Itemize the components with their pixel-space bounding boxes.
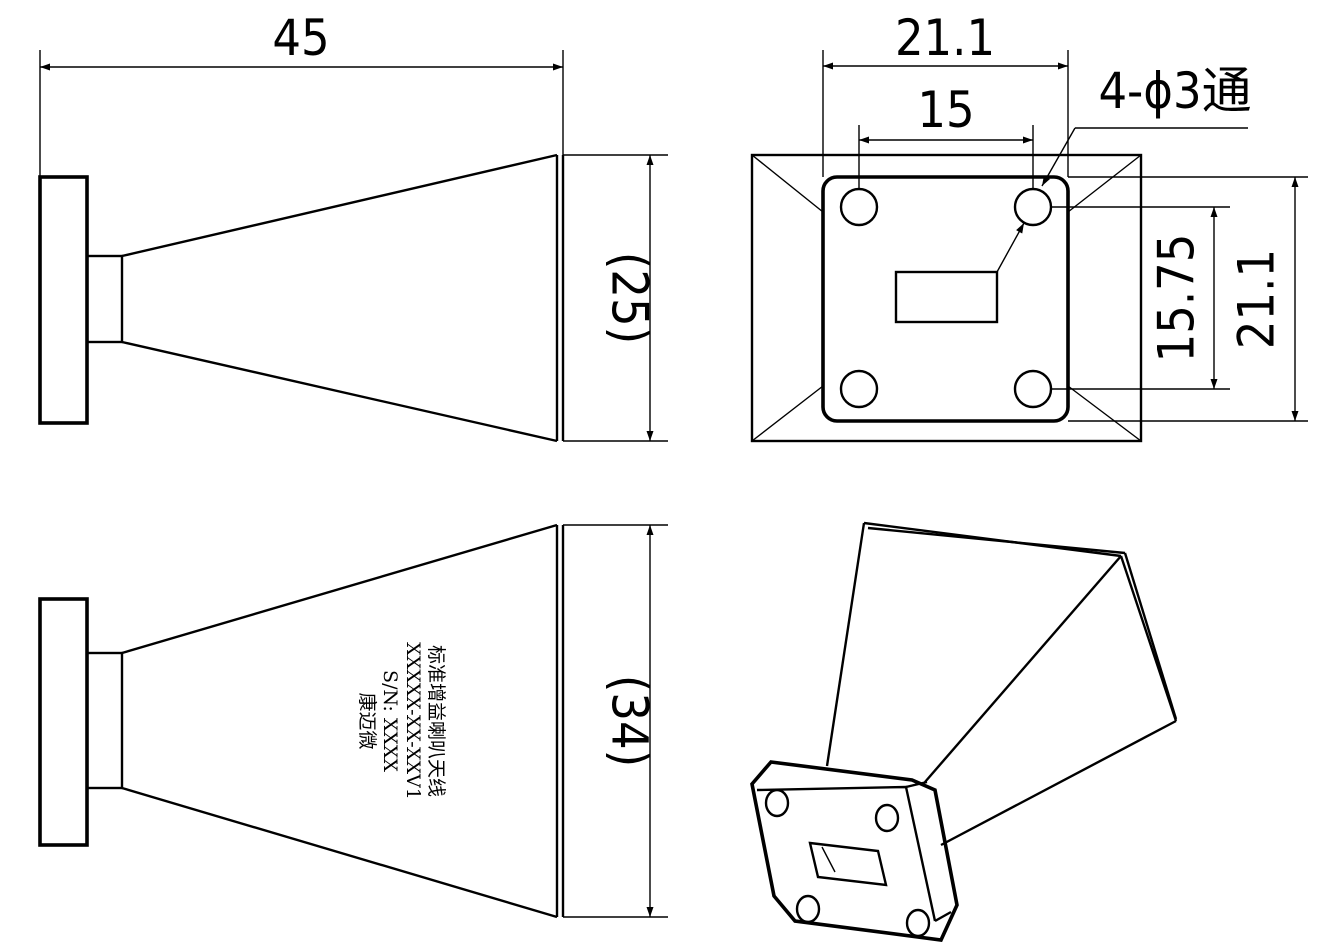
- flange-front-face: [756, 785, 937, 922]
- dim-hole-spacing: 15: [917, 81, 974, 139]
- label-line-1: 标准增益喇叭天线: [425, 645, 447, 797]
- corner-line: [1067, 385, 1142, 442]
- aperture-top-edge-inner: [867, 526, 1126, 555]
- waveguide-neck: [85, 254, 124, 344]
- mounting-hole: [1013, 369, 1053, 409]
- label-line-3: S/N: XXXX: [379, 670, 401, 772]
- side-view-top: 45 (25): [38, 9, 668, 443]
- mounting-hole: [795, 894, 821, 924]
- corner-line: [751, 154, 824, 213]
- engraved-label: 标准增益喇叭天线 XXXXX-XX-XXV1 S/N: XXXX 康迈微: [356, 642, 447, 800]
- mounting-hole: [839, 187, 879, 227]
- dim-outer-height: 21.1: [1228, 249, 1286, 349]
- leader-line: [1041, 127, 1076, 187]
- flange-outline: [821, 175, 1070, 423]
- side-view-bottom: 标准增益喇叭天线 XXXXX-XX-XXV1 S/N: XXXX 康迈微 (34…: [38, 523, 668, 919]
- corner-line: [1067, 154, 1142, 213]
- flange: [38, 175, 89, 425]
- flange-corner: [934, 910, 952, 923]
- flange: [38, 597, 89, 847]
- mounting-hole: [839, 369, 879, 409]
- waveguide-opening: [808, 841, 888, 887]
- label-line-4: 康迈微: [356, 692, 378, 749]
- aperture-right-edge: [1119, 555, 1178, 722]
- dim-hole-spacing-vertical: 15.75: [1148, 234, 1206, 363]
- dim-outer-width: 21.1: [895, 9, 995, 67]
- horn-upper-edge: [121, 523, 558, 655]
- label-line-2: XXXXX-XX-XXV1: [402, 642, 424, 800]
- horn-upper-edge: [121, 153, 558, 258]
- horn-inner-edge: [924, 555, 1122, 783]
- horn-lower-edge: [121, 340, 558, 443]
- leader-line: [996, 222, 1025, 273]
- waveguide-opening: [894, 270, 999, 324]
- aperture-outline: [750, 153, 1143, 443]
- waveguide-neck: [85, 651, 124, 790]
- dim-aperture-25: (25): [601, 252, 659, 344]
- dim-length-45: 45: [272, 9, 329, 67]
- aperture-right-edge-inner: [1123, 552, 1178, 720]
- mounting-hole: [874, 803, 900, 833]
- mounting-hole: [764, 788, 790, 818]
- horn-lower-edge: [121, 786, 558, 919]
- isometric-view: [750, 521, 1178, 942]
- hole-callout: 4-ϕ3通: [1098, 62, 1251, 120]
- mounting-hole: [1013, 187, 1053, 227]
- horn-left-edge: [825, 522, 866, 767]
- waveguide-inner-edge: [821, 846, 836, 873]
- horn-bottom-edge: [940, 719, 1177, 847]
- corner-line: [751, 385, 824, 442]
- dim-aperture-34: (34): [601, 675, 659, 767]
- flange-top-edge: [770, 760, 913, 782]
- flange-corner: [905, 780, 928, 789]
- mounting-hole: [905, 908, 931, 938]
- front-view: 21.1 15 4-ϕ3通 15.75 21.1: [750, 9, 1308, 443]
